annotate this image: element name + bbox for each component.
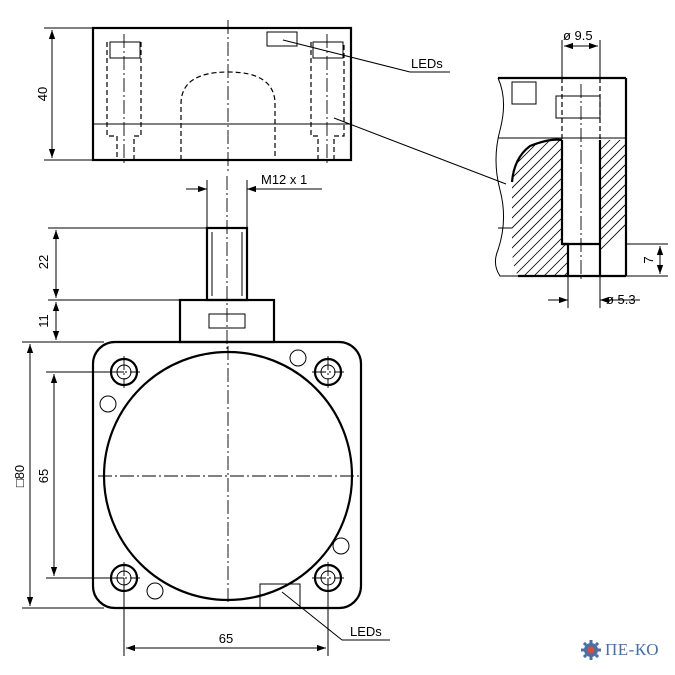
dim-shoulder-11: 11 bbox=[36, 314, 51, 328]
leds-label-top: LEDs bbox=[411, 56, 443, 71]
dim-counterbore-depth: 7 bbox=[641, 256, 656, 263]
dim-hole-spacing-vertical: 65 bbox=[36, 469, 51, 483]
dim-hole-diameter: ø 5.3 bbox=[606, 292, 636, 307]
gear-icon bbox=[581, 640, 601, 660]
dim-stud-22: 22 bbox=[36, 255, 51, 269]
pe-ko-logo: ПЕ-КО bbox=[580, 638, 659, 662]
detail-section: ø 9.5 ø 5.3 7 bbox=[494, 28, 668, 308]
dim-hole-spacing-horizontal: 65 bbox=[219, 631, 233, 646]
logo-text: ПЕ-КО bbox=[605, 640, 660, 659]
leds-label-bottom: LEDs bbox=[350, 624, 382, 639]
dim-height-40: 40 bbox=[35, 87, 50, 101]
dim-thread: M12 x 1 bbox=[261, 172, 307, 187]
stud-view: M12 x 1 22 11 bbox=[36, 172, 322, 352]
dim-bore-diameter: ø 9.5 bbox=[563, 28, 593, 43]
dim-square-80: □80 bbox=[12, 465, 27, 487]
front-view: LEDs □80 65 65 bbox=[12, 340, 390, 656]
top-view: 40 LEDs bbox=[35, 20, 507, 185]
